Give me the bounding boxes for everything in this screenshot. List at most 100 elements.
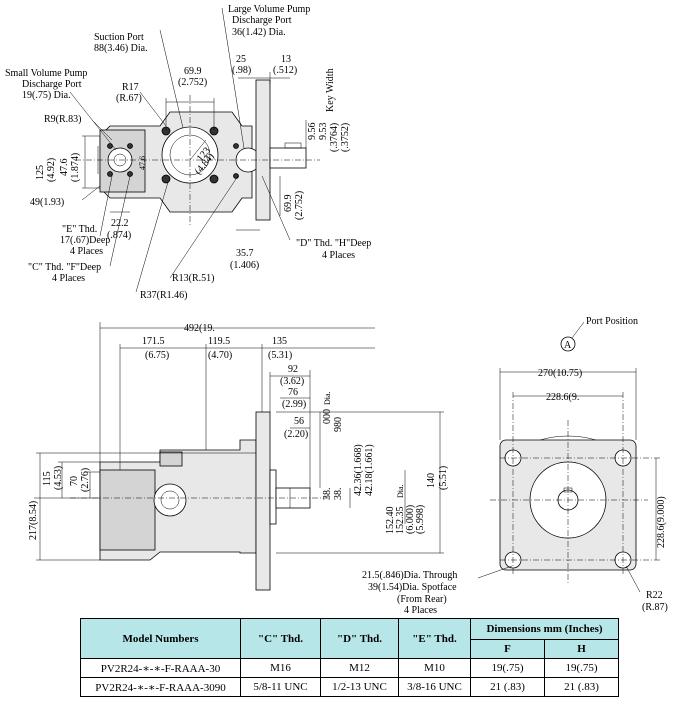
table-row: PV2R24-∗-∗-F-RAAA-30 M16 M12 M10 19(.75)… [80, 658, 619, 678]
bolt-hole [209, 174, 219, 184]
e-thread-places: 4 Places [70, 246, 103, 257]
dim-171-5: 171.5 [142, 336, 165, 347]
dim-135-in: (5.31) [268, 350, 292, 361]
dim-56: 56 [294, 416, 304, 427]
dim-22-2-in: (.874) [107, 230, 131, 241]
large-discharge-label: Large Volume Pump [228, 4, 310, 15]
c-thread-label: "C" Thd. "F"Deep [28, 262, 101, 273]
dim-115: 115 [42, 471, 53, 486]
dim-r17: R17 [122, 82, 139, 93]
dim-47-6-in: (1.874) [70, 153, 81, 182]
dim-140: 140 [426, 473, 437, 488]
shaft-dia-2: 980 [333, 417, 344, 432]
cell-model: PV2R24-∗-∗-F-RAAA-30 [80, 658, 241, 678]
shaft [269, 147, 307, 169]
spotface-line1: 21.5(.846)Dia. Through [362, 570, 457, 581]
dim-125-in: (4.92) [46, 158, 57, 182]
col-model: Model Numbers [80, 618, 241, 659]
dim-217: 217(8.54) [28, 501, 39, 540]
dim-171-5-in: (6.75) [145, 350, 169, 361]
col-h: H [544, 639, 619, 659]
bolt-hole [161, 174, 171, 184]
bolt-hole [107, 171, 113, 177]
mounting-flange [255, 79, 271, 221]
dim-42-b: 42.18(1.661) [364, 444, 375, 496]
dim-70: 70 [69, 476, 80, 486]
table-row: PV2R24-∗-∗-F-RAAA-3090 5/8-11 UNC 1/2-13… [80, 677, 619, 697]
dim-69-9-in: (2.752) [178, 77, 207, 88]
cell-model: PV2R24-∗-∗-F-RAAA-3090 [80, 677, 241, 697]
top-port-boss [159, 451, 183, 467]
rear-cover [99, 469, 156, 551]
dim-25: 25 [236, 54, 246, 65]
dim-152-in-b: (5.998) [415, 505, 426, 534]
dim-152-in-a: (6.000) [405, 505, 416, 534]
side-port [153, 483, 187, 517]
spotface-line3: (From Rear) [397, 594, 447, 605]
dim-92-in: (3.62) [280, 376, 304, 387]
pilot [269, 469, 277, 525]
large-discharge-dia: 36(1.42) Dia. [232, 27, 286, 38]
dim-25-in: (.98) [232, 65, 251, 76]
dim-22-2: 22.2 [111, 218, 129, 229]
cell-h: 21 (.83) [544, 677, 619, 697]
bolt-hole [127, 143, 133, 149]
top-view: Suction Port 88(3.46) Dia. Large Volume … [5, 4, 371, 301]
cell-d-thd: M12 [320, 658, 399, 678]
dim-152-b: 152.35 [395, 507, 406, 535]
dim-135: 135 [272, 336, 287, 347]
dim-270: 270(10.75) [538, 368, 582, 379]
port-letter: A [564, 340, 572, 351]
dim-152-unit: Dia. [396, 484, 405, 498]
table-subheader-row: F H [81, 639, 619, 659]
d-thread-places: 4 Places [322, 250, 355, 261]
dim-69-9-right-in: (2.752) [294, 191, 305, 220]
suction-port-dia: 88(3.46) Dia. [94, 43, 148, 54]
dim-42-a: 42.36(1.668) [353, 444, 364, 496]
d-thread-label: "D" Thd. "H"Deep [296, 238, 371, 249]
pump-dimension-drawing: Suction Port 88(3.46) Dia. Large Volume … [5, 4, 668, 615]
key-width-label: Key Width [325, 68, 336, 112]
key-dim-2: 9.53 [318, 123, 329, 141]
cell-f: 19(.75) [470, 658, 545, 678]
small-discharge-label: Small Volume Pump [5, 68, 87, 79]
col-dimensions: Dimensions mm (Inches) [470, 618, 619, 640]
cell-e-thd: M10 [398, 658, 471, 678]
cell-d-thd: 1/2-13 UNC [320, 677, 399, 697]
key-dim-4: (.3752) [340, 123, 351, 152]
dim-49: 49(1.93) [30, 197, 64, 208]
dim-119-5: 119.5 [208, 336, 230, 347]
dim-115-in: (4.53) [53, 466, 64, 490]
bolt-hole [127, 171, 133, 177]
table-header-row: Model Numbers "C" Thd. "D" Thd. "E" Thd.… [80, 618, 619, 659]
model-spec-table: Model Numbers "C" Thd. "D" Thd. "E" Thd.… [80, 618, 619, 697]
dim-70-in: (2.76) [80, 468, 91, 492]
dim-228-6-v: 228.6(9.000) [656, 496, 667, 548]
dim-56-in: (2.20) [284, 429, 308, 440]
dim-13-in: (.512) [273, 65, 297, 76]
e-thread-depth: 17(.67)Deep [60, 235, 110, 246]
port-position-marker [560, 336, 576, 352]
dim-13: 13 [281, 54, 291, 65]
dim-69-9-right: 69.9 [283, 195, 294, 213]
dim-125: 125 [35, 165, 46, 180]
cell-e-thd: 3/8-16 UNC [398, 677, 471, 697]
end-view: A Port Position 270(10.75) 228.6(9. 228.… [362, 316, 668, 615]
small-discharge-label: Discharge Port [22, 79, 82, 90]
dim-119-5-in: (4.70) [208, 350, 232, 361]
large-discharge-label: Discharge Port [232, 15, 292, 26]
dim-35-7: 35.7 [236, 248, 254, 259]
dim-r22: R22 [646, 590, 663, 601]
dim-152-a: 152.40 [385, 507, 396, 535]
shaft-dia-1: 000 [322, 409, 333, 424]
key-dim-1: 9.56 [307, 123, 318, 141]
col-f: F [470, 639, 545, 659]
dim-228-6-h: 228.6(9. [546, 392, 579, 403]
bolt-hole [233, 143, 239, 149]
dim-r17-in: (R.67) [116, 93, 142, 104]
port-position-label: Port Position [586, 316, 638, 327]
dim-r13: R13(R.51) [172, 273, 215, 284]
spotface-line2: 39(1.54)Dia. Spotface [368, 582, 457, 593]
e-thread-label: "E" Thd. [62, 224, 97, 235]
dim-47-6: 47.6 [59, 159, 70, 177]
